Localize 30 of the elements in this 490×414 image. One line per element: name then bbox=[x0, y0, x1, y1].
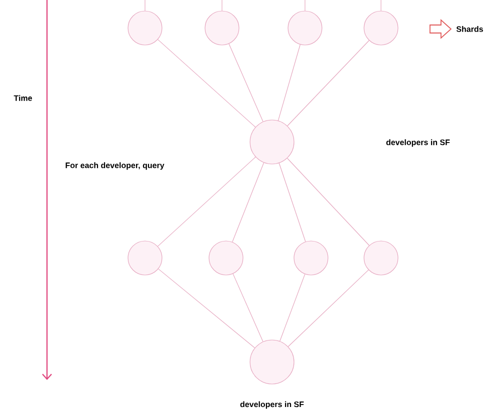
connector-line bbox=[144, 0, 146, 11]
text-label: For each developer, query bbox=[66, 162, 164, 170]
circle-node bbox=[204, 10, 240, 46]
connector-line bbox=[278, 44, 300, 121]
connector-line bbox=[286, 158, 370, 246]
connector-line bbox=[280, 274, 306, 342]
text-label: developers in SF bbox=[386, 139, 450, 147]
circle-node bbox=[128, 10, 162, 46]
connector-line bbox=[158, 39, 256, 128]
circle-node bbox=[208, 240, 244, 276]
text-label: Shards bbox=[456, 26, 483, 32]
circle-node bbox=[250, 120, 294, 164]
text-label: developers in SF bbox=[240, 401, 304, 409]
circle-node bbox=[364, 10, 398, 46]
connector-line bbox=[228, 44, 264, 122]
circle-node bbox=[128, 240, 162, 276]
connector-line bbox=[232, 274, 264, 342]
connector-line bbox=[380, 0, 382, 11]
connector-line bbox=[304, 0, 306, 11]
connector-line bbox=[158, 268, 256, 348]
connector-line bbox=[278, 162, 306, 242]
connector-line bbox=[232, 162, 264, 242]
text-label: Time bbox=[14, 95, 32, 101]
connector-line bbox=[157, 156, 256, 247]
circle-node bbox=[250, 340, 294, 384]
connector-line bbox=[287, 40, 370, 126]
circle-node bbox=[288, 10, 322, 46]
circle-node bbox=[294, 240, 328, 276]
circle-node bbox=[364, 240, 398, 276]
connector-line bbox=[288, 270, 369, 347]
